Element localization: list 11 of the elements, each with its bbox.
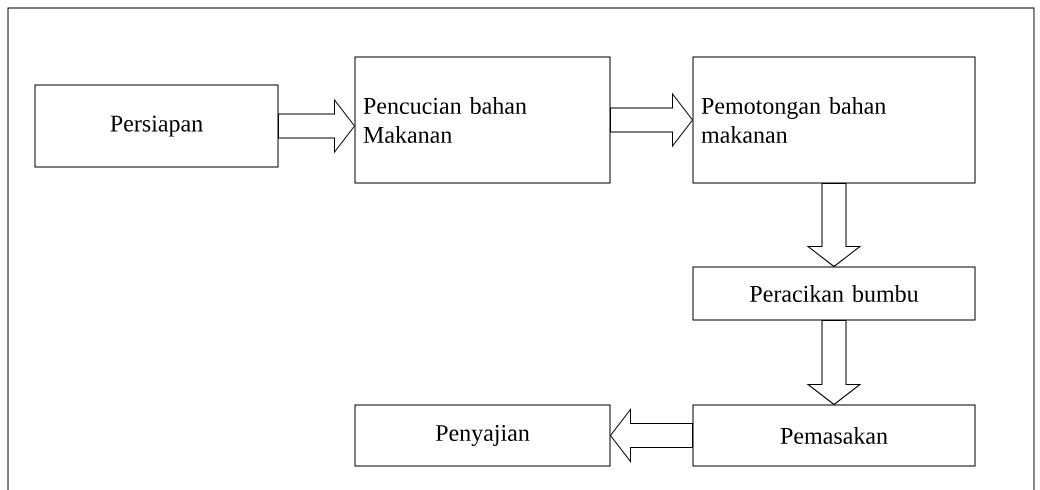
process-box: Pemasakan (692, 404, 976, 467)
process-box: Penyajian (354, 404, 611, 467)
block-arrow (610, 409, 693, 462)
block-arrow (807, 183, 861, 267)
block-arrow (278, 99, 355, 153)
process-box: Persiapan (34, 84, 279, 168)
process-box: Peracikan bumbu (692, 266, 976, 321)
block-arrow (807, 320, 861, 405)
process-box: Pemotongan bahan makanan (692, 56, 976, 184)
block-arrow (610, 93, 693, 147)
process-box: Pencucian bahan Makanan (354, 56, 611, 184)
